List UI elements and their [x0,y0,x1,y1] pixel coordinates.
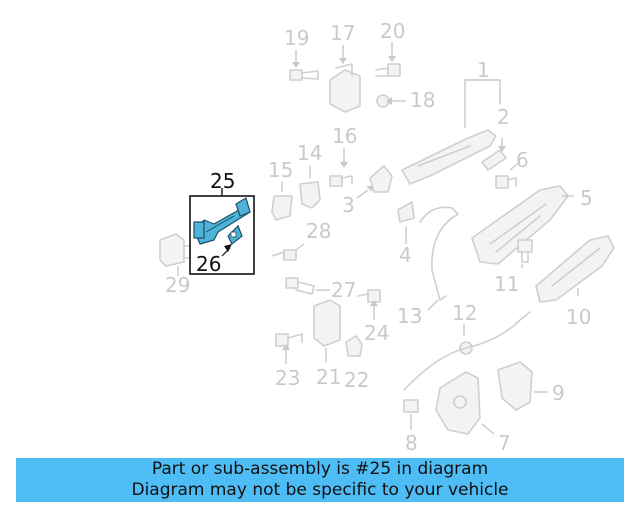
callout-28: 28 [306,219,331,243]
info-banner: Part or sub-assembly is #25 in diagram D… [16,458,624,502]
cap-22 [345,335,363,357]
handle-cover-3 [356,165,393,199]
callout-9: 9 [552,381,565,405]
bolt-19 [289,50,319,81]
callout-14: 14 [297,141,322,165]
rod-4 [397,201,415,244]
bolt-16 [329,148,353,187]
bolt-24 [357,289,381,320]
cable-13 [419,206,459,311]
callout-4: 4 [399,243,412,267]
callout-1: 1 [477,58,490,82]
callout-25[interactable]: 25 [210,169,235,193]
cable-12 [403,311,531,391]
callout-11: 11 [494,272,519,296]
callout-6: 6 [516,148,529,172]
callout-17: 17 [330,21,355,45]
callout-16: 16 [332,124,357,148]
callout-3: 3 [342,193,355,217]
pad-15 [271,182,293,221]
callout-21: 21 [316,365,341,389]
inner-handle-10 [535,235,615,303]
callout-19: 19 [284,26,309,50]
callout-26: 26 [196,252,221,276]
callout-23: 23 [275,366,300,390]
bolt-6 [495,161,521,189]
bolt-11 [517,239,533,268]
part-25-callout-box[interactable] [189,188,255,275]
callout-18: 18 [410,88,435,112]
callout-13: 13 [397,304,422,328]
stop-29 [159,233,191,276]
bracket-21 [313,299,341,362]
cap-18 [376,94,406,108]
callout-22: 22 [344,368,369,392]
callout-5: 5 [580,186,593,210]
callout-24: 24 [364,321,389,345]
callout-15: 15 [268,158,293,182]
bolt-28 [271,243,305,261]
outside-handle-1 [401,79,501,185]
bolt-27 [285,277,330,295]
callout-27: 27 [331,278,356,302]
latch-7 [435,371,495,435]
callout-29: 29 [165,273,190,297]
banner-line-1: Part or sub-assembly is #25 in diagram [151,459,489,479]
bolt-23 [275,333,303,364]
callout-7: 7 [498,431,511,455]
cap-2 [481,138,507,171]
bracket-9 [497,361,548,411]
callout-10: 10 [566,305,591,329]
handle-frame-5 [471,185,574,265]
callout-12: 12 [452,301,477,325]
bracket-17 [329,45,361,113]
door-check-strap [193,197,251,257]
callout-20: 20 [380,19,405,43]
bolt-20 [375,42,401,77]
pad-14 [299,166,321,209]
callout-8: 8 [405,431,418,455]
bolt-8 [403,399,419,430]
callout-2: 2 [497,105,510,129]
banner-line-2: Diagram may not be specific to your vehi… [131,480,509,500]
